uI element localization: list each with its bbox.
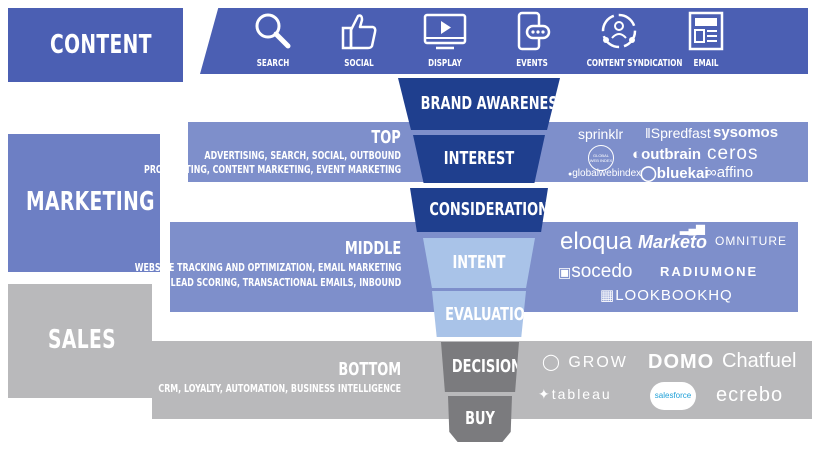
funnel-evaluation: EVALUATION — [432, 291, 526, 337]
channel-label: SEARCH — [256, 58, 290, 69]
bottom-stage-title: BOTTOM — [338, 359, 401, 380]
funnel-interest: INTEREST — [413, 135, 545, 183]
channel-content-syndication: CONTENT SYNDICATION — [574, 10, 683, 69]
funnel-label: INTEREST — [443, 148, 515, 169]
outbrain-mark-icon: ◐ — [632, 146, 642, 163]
logo-ecrebo: ecrebo — [716, 384, 784, 406]
magnifier-icon — [255, 13, 291, 49]
funnel-label: DECISION — [451, 356, 522, 377]
funnel-brand-awareness: BRAND AWARENESS — [398, 78, 560, 130]
logo-globalwebindex-badge: GLOBAL WEB INDEX — [588, 145, 614, 171]
marketing-side-panel: MARKETING — [8, 134, 160, 272]
logo-eloqua: eloqua — [560, 228, 633, 255]
funnel-label: CONSIDERATION — [429, 199, 549, 220]
logo-sysomos: sysomos — [713, 124, 779, 141]
spredfast-text: Spredfast — [650, 125, 711, 141]
salesforce-text: salesforce — [654, 391, 692, 400]
spredfast-mark-icon: ‖ — [645, 125, 651, 141]
logo-grow: ◯ GROW — [542, 352, 628, 372]
video-player-icon — [423, 13, 467, 50]
funnel-label: BUY — [465, 408, 495, 429]
logo-globalwebindex: ●globalwebindex — [568, 168, 641, 179]
marketo-bars-icon: ▂▄▆ — [680, 223, 705, 235]
middle-stage-line2: LEAD SCORING, TRANSACTIONAL EMAILS, INBO… — [170, 276, 401, 289]
channel-social: SOCIAL — [314, 10, 404, 69]
bottom-stage-line1: CRM, LOYALTY, AUTOMATION, BUSINESS INTEL… — [158, 382, 401, 395]
people-share-icon — [601, 13, 637, 49]
channel-label: CONTENT SYNDICATION — [586, 58, 683, 69]
channel-label: DISPLAY — [428, 58, 462, 69]
sales-side-panel: SALES — [8, 284, 152, 398]
lookbook-grid-icon: ▦ — [600, 287, 616, 304]
newsletter-icon — [688, 11, 724, 51]
grow-text: GROW — [568, 354, 628, 371]
logo-omniture: OMNITURE — [715, 234, 787, 248]
logo-socedo: ▣socedo — [558, 261, 633, 283]
socedo-text: socedo — [571, 261, 633, 282]
logo-outbrain: ◐outbrain — [632, 146, 701, 163]
logo-radiumone: RADIUMONE — [660, 264, 759, 279]
lookbookhq-text: LOOKBOOKHQ — [615, 287, 733, 304]
logo-spredfast: ‖Spredfast — [645, 125, 711, 141]
channel-label: EMAIL — [693, 58, 719, 69]
logo-ceros: ceros — [707, 143, 759, 164]
channel-label: SOCIAL — [344, 58, 374, 69]
marketing-section-label: MARKETING — [26, 187, 155, 217]
socedo-mark-icon: ▣ — [558, 264, 572, 280]
funnel-label: INTENT — [452, 252, 506, 273]
top-stage-line1: ADVERTISING, SEARCH, SOCIAL, OUTBOUND — [204, 149, 401, 162]
channel-label: EVENTS — [516, 58, 548, 69]
logo-affino: ∞affino — [706, 164, 753, 181]
funnel-consideration: CONSIDERATION — [410, 188, 548, 232]
affino-mark-icon: ∞ — [706, 164, 717, 181]
logo-sprinklr: sprinklr — [578, 126, 624, 142]
middle-stage-title: MIDDLE — [344, 238, 401, 259]
sales-section-label: SALES — [48, 325, 116, 355]
middle-stage-line1: WEBSITE TRACKING AND OPTIMIZATION, EMAIL… — [134, 261, 401, 274]
funnel-decision: DECISION — [441, 342, 519, 392]
grow-circle-icon: ◯ — [542, 354, 562, 371]
mobile-chat-icon — [517, 11, 551, 51]
channel-display: DISPLAY — [400, 10, 490, 69]
channel-email: EMAIL — [661, 10, 751, 69]
gwi-text: globalwebindex — [572, 168, 642, 179]
logo-tableau: ✦tableau — [538, 386, 612, 403]
thumbs-up-icon — [341, 14, 377, 50]
funnel-label: BRAND AWARENESS — [420, 93, 567, 114]
affino-text: affino — [716, 164, 754, 181]
marketo-text: Marketo — [638, 232, 708, 252]
logo-lookbookhq: ▦LOOKBOOKHQ — [600, 286, 733, 304]
bluekai-text: bluekai — [656, 165, 709, 182]
logo-chatfuel: Chatfuel — [722, 350, 797, 372]
logo-bluekai: ◯bluekai — [640, 164, 708, 182]
logo-domo: DOMO — [648, 351, 715, 373]
outbrain-text: outbrain — [641, 146, 702, 163]
badge-text: GLOBAL WEB INDEX — [589, 153, 613, 163]
content-side-panel: CONTENT — [8, 8, 183, 82]
funnel-buy: BUY — [448, 396, 512, 442]
content-section-label: CONTENT — [50, 30, 152, 60]
gwi-dot-icon: ● — [568, 171, 573, 178]
bluekai-mark-icon: ◯ — [640, 165, 657, 182]
channel-events: EVENTS — [487, 10, 577, 69]
tableau-text: tableau — [551, 386, 612, 402]
logo-marketo: Marketo ▂▄▆ — [638, 223, 708, 253]
funnel-intent: INTENT — [423, 238, 535, 288]
tableau-cross-icon: ✦ — [538, 386, 552, 402]
channel-search: SEARCH — [228, 10, 318, 69]
top-stage-line2: PROSPECTING, CONTENT MARKETING, EVENT MA… — [143, 163, 401, 176]
funnel-label: EVALUATION — [445, 304, 536, 325]
logo-salesforce: salesforce — [650, 382, 696, 410]
top-stage-title: TOP — [371, 127, 401, 148]
